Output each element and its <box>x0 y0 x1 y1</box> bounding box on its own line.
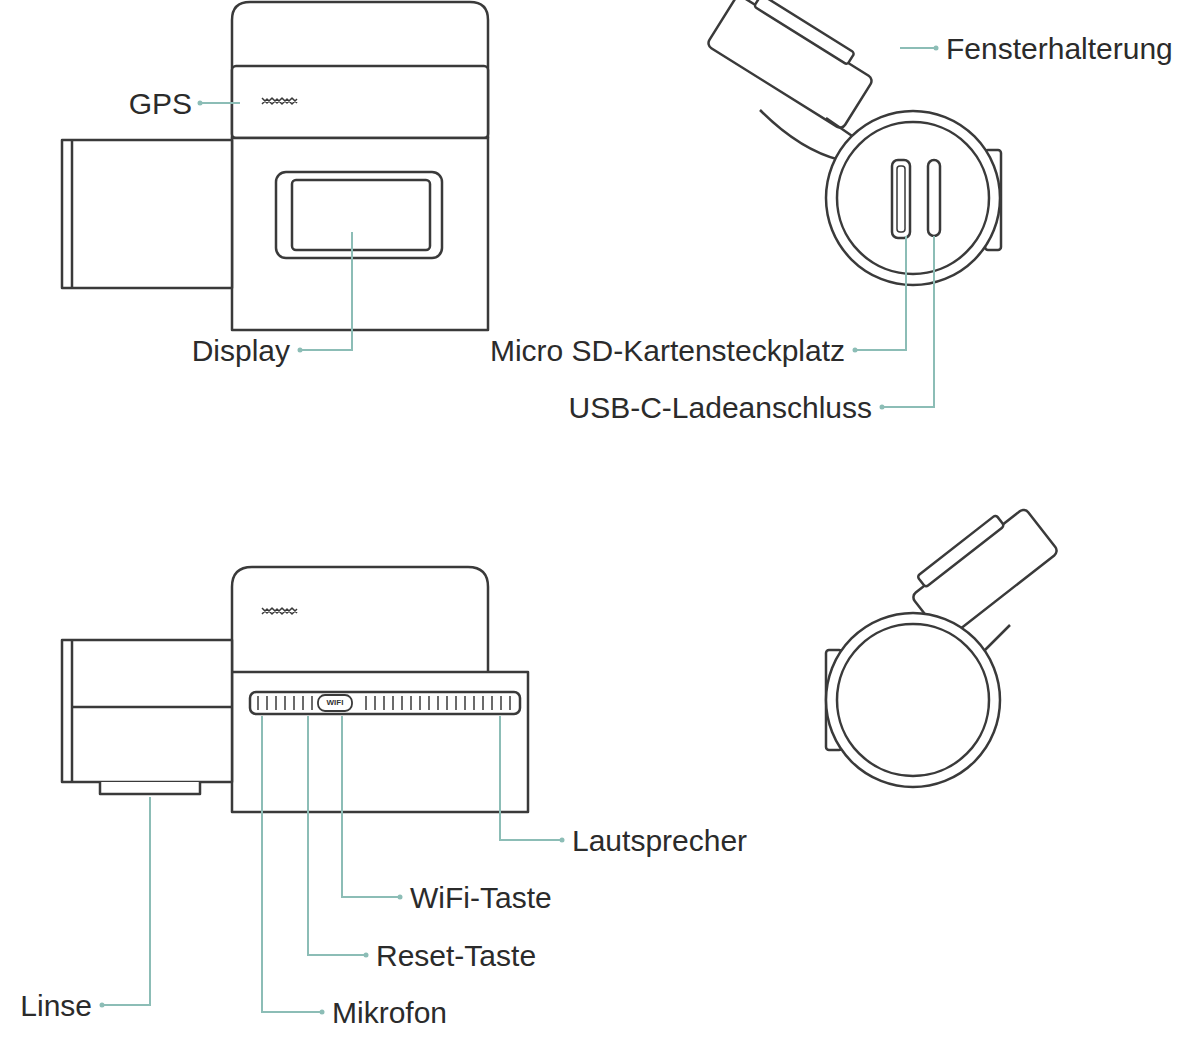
vent-tick <box>293 696 295 710</box>
leader-line <box>882 236 934 407</box>
leader-line <box>500 716 562 840</box>
part-label: Mikrofon <box>332 996 447 1029</box>
part-label: WiFi-Taste <box>410 881 552 914</box>
display-screen <box>292 180 430 250</box>
vent-tick <box>464 696 466 710</box>
vent-tick <box>455 696 457 710</box>
vent-tick <box>419 696 421 710</box>
vent-tick <box>509 696 511 710</box>
part-label: USB-C-Ladeanschluss <box>569 391 872 424</box>
mount-socket <box>232 567 488 672</box>
leader-line <box>342 716 400 897</box>
vent-tick <box>392 696 394 710</box>
vent-tick <box>302 696 304 710</box>
leader-lines <box>102 48 936 1012</box>
vent-tick <box>365 696 367 710</box>
vent-tick <box>257 696 259 710</box>
usb-c-port <box>928 160 940 236</box>
sd-slot-inner <box>897 166 905 232</box>
window-mount <box>706 0 880 130</box>
part-label: Reset-Taste <box>376 939 536 972</box>
leader-line <box>855 236 906 350</box>
body-outer-ring <box>826 613 1000 787</box>
body-inner-ring <box>837 624 989 776</box>
camera-body <box>232 672 528 812</box>
body-outer-ring <box>826 111 1000 285</box>
vent-tick <box>410 696 412 710</box>
vent-tick <box>266 696 268 710</box>
leader-line <box>262 716 322 1012</box>
strip-vents <box>258 696 510 710</box>
part-label: Micro SD-Kartensteckplatz <box>490 334 845 367</box>
vent-tick <box>428 696 430 710</box>
vent-tick <box>401 696 403 710</box>
lens-barrel <box>62 640 232 782</box>
gps-band <box>232 66 488 138</box>
part-label: GPS <box>129 87 192 120</box>
button-text: WIFI <box>327 699 344 708</box>
control-strip <box>250 692 520 714</box>
gps-grille <box>262 608 297 614</box>
vent-tick <box>491 696 493 710</box>
lens-ring <box>71 640 74 782</box>
lens-barrel <box>62 140 232 288</box>
leader-dots <box>100 46 939 1015</box>
mount-socket <box>232 2 488 138</box>
vent-tick <box>383 696 385 710</box>
vent-tick <box>311 696 313 710</box>
vent-tick <box>437 696 439 710</box>
leader-line <box>308 716 366 955</box>
leader-line <box>900 47 936 49</box>
leader-line <box>300 232 352 350</box>
wifi-button <box>318 695 352 711</box>
vent-tick <box>374 696 376 710</box>
display-frame <box>276 172 442 258</box>
vent-tick <box>500 696 502 710</box>
lens-seam <box>72 706 232 709</box>
lens-ring <box>71 140 74 288</box>
leader-line <box>200 102 240 104</box>
lens-glass <box>100 782 200 794</box>
body-inner-ring <box>837 122 989 274</box>
vent-tick <box>446 696 448 710</box>
vent-tick <box>284 696 286 710</box>
part-label: Fensterhalterung <box>946 32 1173 65</box>
part-label: Linse <box>20 989 92 1022</box>
sd-slot <box>892 160 910 238</box>
part-label: Display <box>192 334 290 367</box>
camera-body <box>232 138 488 330</box>
vent-tick <box>482 696 484 710</box>
gps-grille <box>262 98 297 104</box>
leader-line <box>102 797 150 1005</box>
vent-tick <box>275 696 277 710</box>
part-label: Lautsprecher <box>572 824 747 857</box>
vent-tick <box>473 696 475 710</box>
